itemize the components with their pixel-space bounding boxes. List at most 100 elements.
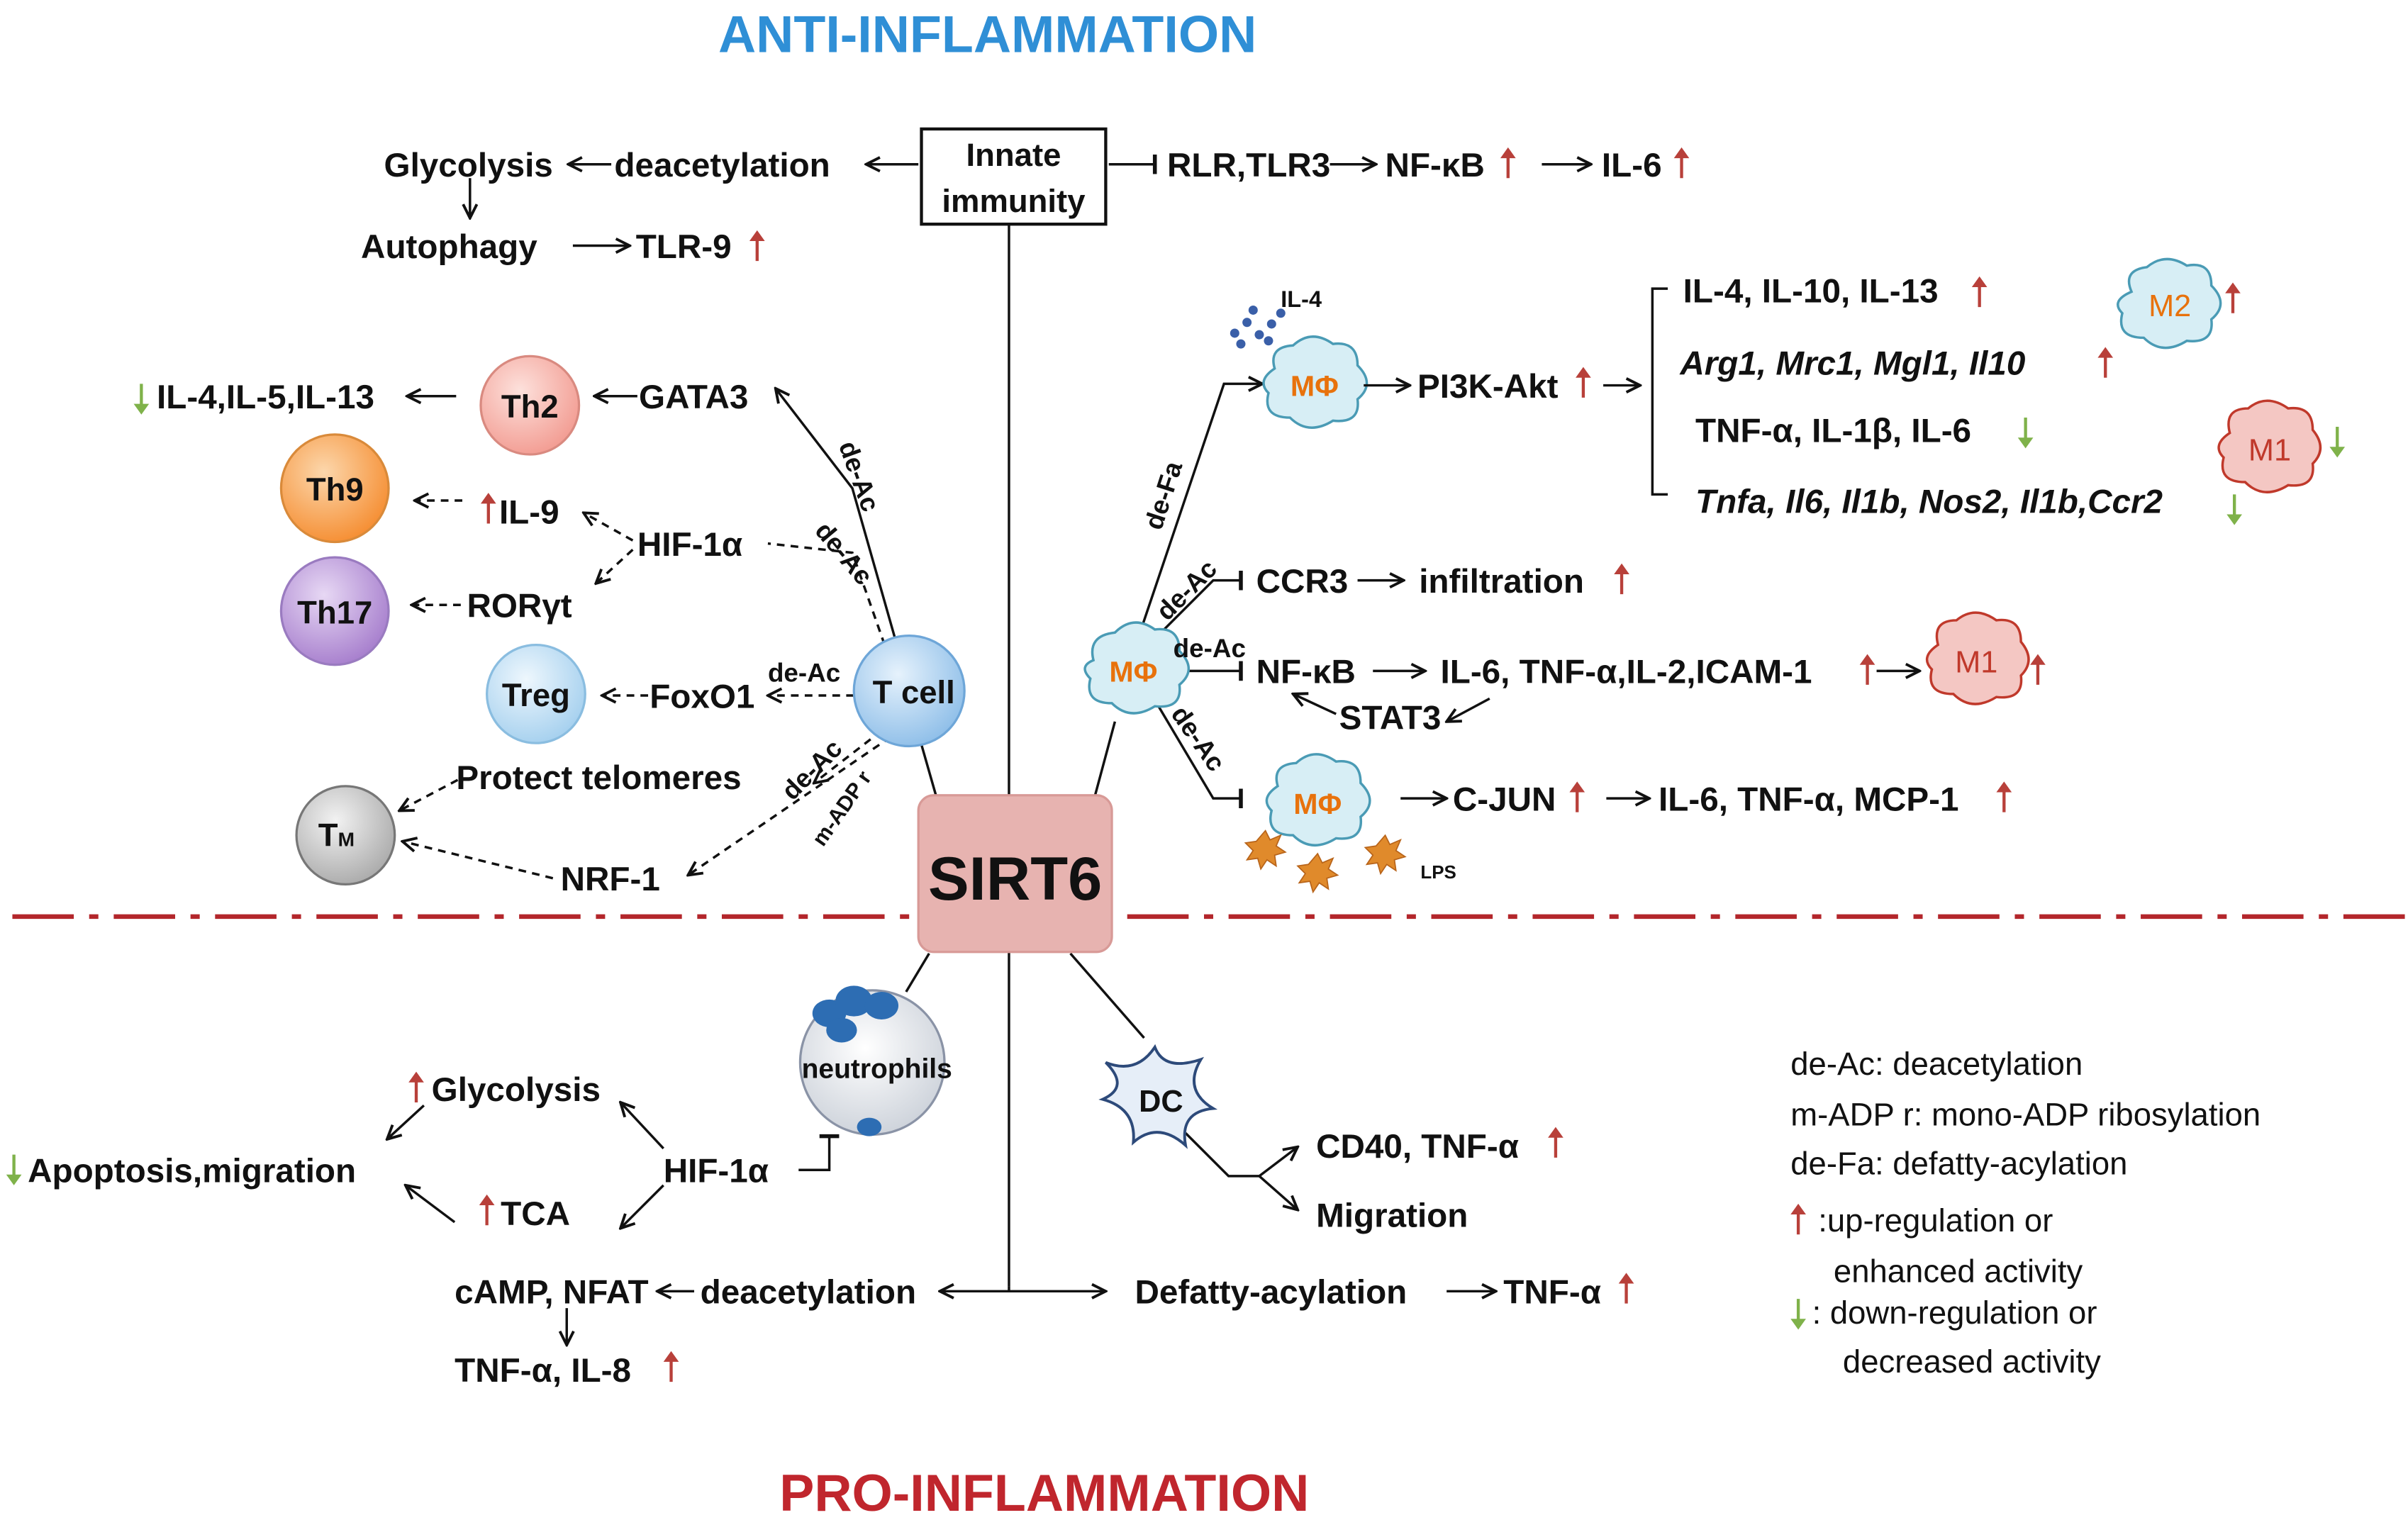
th17-label: Th17 (297, 594, 372, 630)
th9-cell (279, 433, 390, 544)
lps-icon (1244, 829, 1407, 894)
innate-deacetylation: deacetylation (614, 147, 830, 184)
up-arrow-icon (408, 1071, 424, 1102)
up-arrow-icon (1971, 276, 1988, 308)
m1-middle-label: M1 (1955, 646, 1997, 680)
up-arrow-icon (2030, 654, 2046, 685)
tcell-label: T cell (873, 674, 955, 710)
innate-immunity-line1: Innate (966, 137, 1061, 173)
innate-nfkb: NF-κB (1386, 147, 1485, 184)
up-arrow-icon (1859, 654, 1875, 685)
up-arrow-icon (2225, 282, 2241, 313)
th2-label: Th2 (501, 389, 559, 425)
up-arrow-icon (1618, 1273, 1634, 1304)
tcell-arrows (399, 396, 892, 880)
up-arrow-icon (480, 493, 496, 524)
mphi-main-label: MΦ (1109, 656, 1157, 688)
cjun-label: C-JUN (1453, 781, 1556, 818)
up-arrow-icon (1548, 1127, 1563, 1158)
il4-dots-icon (1230, 305, 1286, 349)
innate-immunity-box (920, 127, 1108, 226)
neutrophil-arrows (387, 1102, 1496, 1345)
macrophage-lps: MΦ (1265, 753, 1371, 847)
th17-cell (279, 556, 390, 666)
pi3k-akt-label: PI3K-Akt (1417, 368, 1559, 406)
innate-glycolysis: Glycolysis (384, 147, 553, 184)
nfkb-targets-label: IL-6, TNF-α,IL-2,ICAM-1 (1441, 654, 1812, 691)
m1-macrophage-middle: M1 (1925, 611, 2030, 705)
tca-label: TCA (501, 1195, 570, 1233)
m1-macrophage-top: M1 (2217, 399, 2322, 493)
camp-nfat-label: cAMP, NFAT (455, 1274, 648, 1312)
lps-label: LPS (1420, 861, 1456, 883)
title-pro-inflammation: PRO-INFLAMMATION (779, 1463, 1309, 1520)
apoptosis-migration-label: Apoptosis,migration (28, 1153, 356, 1190)
glycolysis-pro-label: Glycolysis (432, 1071, 601, 1109)
m1-top-label: M1 (2248, 434, 2291, 468)
up-arrow-icon (1673, 147, 1690, 179)
tnf-pro-label: TNF-α (1503, 1274, 1601, 1312)
down-arrow-icon (1790, 1299, 1806, 1330)
deac-cjun-label: de-Ac (1166, 700, 1231, 776)
dendritic-cell (1098, 1044, 1218, 1149)
sirt6-label: SIRT6 (928, 845, 1102, 913)
legend: de-Ac: deacetylation m-ADP r: mono-ADP r… (1790, 1046, 2261, 1380)
innate-autophagy: Autophagy (361, 228, 537, 266)
cjun-targets-label: IL-6, TNF-α, MCP-1 (1659, 781, 1959, 818)
deac-nfkb-label: de-Ac (1174, 634, 1246, 663)
protect-telomeres-label: Protect telomeres (456, 759, 741, 797)
innate-immunity-line2: immunity (942, 183, 1086, 219)
nrf1-label: NRF-1 (561, 861, 660, 898)
up-arrow-icon (1569, 781, 1585, 812)
hif1a-tcell-label: HIF-1α (637, 526, 742, 564)
stat3-label: STAT3 (1339, 700, 1442, 737)
up-arrow-icon (1996, 781, 2012, 812)
up-arrow-icon (1614, 563, 1629, 595)
down-arrow-icon (6, 1154, 22, 1185)
deac-ccr3-label: de-Ac (1151, 554, 1222, 625)
treg-label: Treg (502, 677, 570, 713)
macrophage-main: MΦ (1083, 621, 1191, 715)
legend-deac: de-Ac: deacetylation (1790, 1046, 2083, 1082)
treg-cell (486, 643, 586, 744)
legend-defa: de-Fa: defatty-acylation (1790, 1146, 2127, 1182)
innate-tlr9: TLR-9 (636, 228, 732, 266)
title-anti-inflammation: ANTI-INFLAMMATION (718, 5, 1256, 64)
up-arrow-icon (663, 1351, 679, 1382)
up-arrow-icon (1500, 147, 1516, 179)
deacetylation-pro-label: deacetylation (701, 1274, 916, 1312)
legend-down1: : down-regulation or (1812, 1295, 2097, 1331)
defatty-acylation-label: Defatty-acylation (1135, 1274, 1408, 1312)
m1-genes-line2: Tnfa, Il6, Il1b, Nos2, Il1b,Ccr2 (1695, 483, 2163, 520)
deac-hif-label: de-Ac (810, 516, 879, 591)
tnf-il8-label: TNF-α, IL-8 (455, 1352, 631, 1390)
il4-small-label: IL-4 (1281, 286, 1322, 312)
deac-foxo-label: de-Ac (768, 659, 840, 688)
tm-cell (295, 785, 396, 886)
legend-down2: decreased activity (1843, 1343, 2101, 1380)
mphi-il4-label: MΦ (1291, 370, 1339, 403)
th2-cell (479, 354, 581, 456)
up-arrow-icon (2097, 347, 2114, 378)
down-arrow-icon (2017, 418, 2034, 449)
m2-genes-line2: Arg1, Mrc1, Mgl1, Il10 (1679, 345, 2026, 382)
innate-left-arrows (470, 154, 1591, 246)
innate-il6: IL-6 (1602, 147, 1662, 184)
neutrophil-cell (798, 985, 946, 1136)
macrophage-il4: MΦ (1262, 335, 1369, 429)
migration-label: Migration (1316, 1197, 1468, 1234)
foxo1-label: FoxO1 (650, 678, 754, 715)
tm-label: TM (318, 817, 355, 853)
mphi-lps-label: MΦ (1293, 788, 1342, 820)
neutrophils-label: neutrophils (802, 1054, 952, 1084)
m2-label: M2 (2148, 289, 2191, 323)
up-arrow-icon (1576, 367, 1591, 398)
m1-genes-line1: TNF-α, IL-1β, IL-6 (1695, 413, 1971, 450)
hif1a-pro-label: HIF-1α (664, 1153, 769, 1190)
infiltration-label: infiltration (1419, 563, 1584, 600)
up-arrow-icon (749, 230, 765, 262)
macrophage-arrows (1293, 287, 1920, 798)
down-arrow-icon (133, 384, 150, 415)
deac-gata3-label: de-Ac (833, 437, 885, 515)
